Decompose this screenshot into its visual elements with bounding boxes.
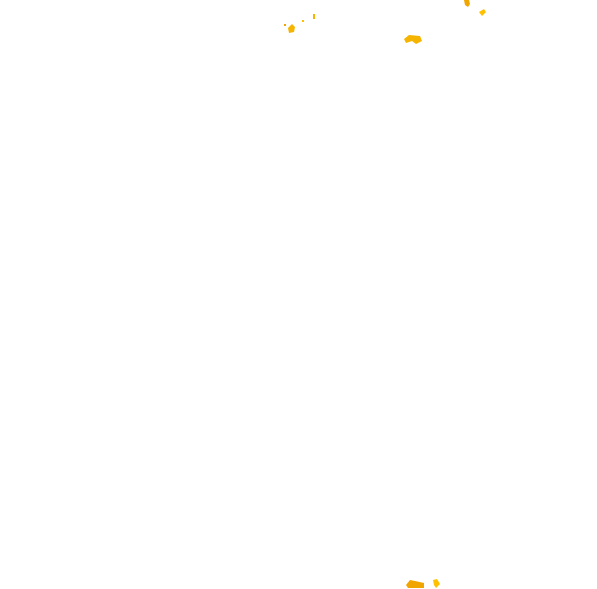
speck xyxy=(313,14,315,19)
speck xyxy=(284,24,286,26)
speck xyxy=(479,9,486,16)
speck-cluster-top-middle xyxy=(404,35,422,44)
speck xyxy=(464,0,470,7)
speck-cluster-bottom xyxy=(406,579,440,588)
speck xyxy=(433,579,440,588)
speck xyxy=(406,580,424,588)
speck-cluster-top-right xyxy=(464,0,486,16)
speck-cluster-top-left xyxy=(284,14,315,33)
speck xyxy=(288,24,295,33)
speck xyxy=(404,35,422,44)
speck xyxy=(302,20,304,22)
